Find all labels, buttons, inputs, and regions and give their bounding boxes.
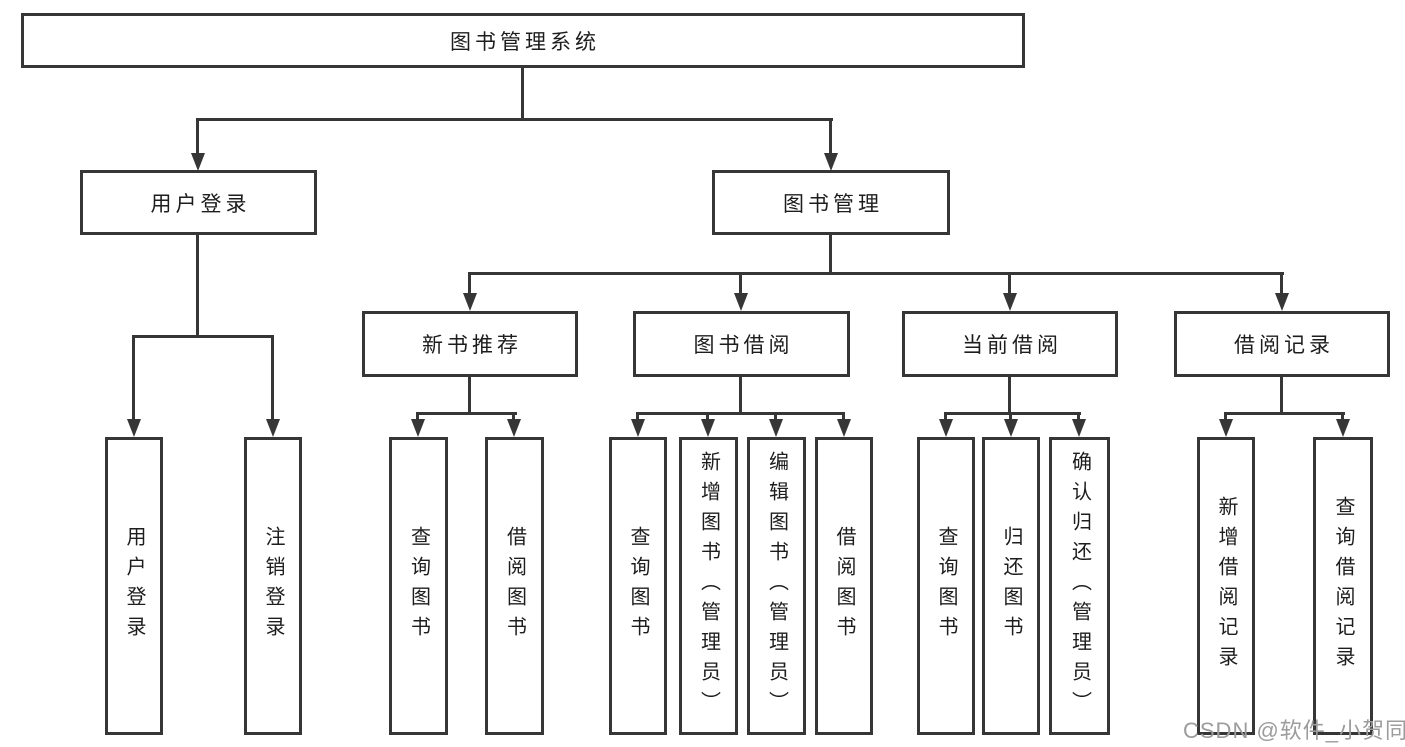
node-label: 图书借阅	[693, 334, 794, 357]
connector-line	[1280, 377, 1283, 415]
node-label: 查询图书	[935, 526, 957, 646]
connector-line	[512, 412, 515, 421]
connector-line	[706, 412, 709, 421]
node-label: 确认归还（管理员）	[1068, 451, 1091, 721]
node-label: 查询图书	[627, 526, 649, 646]
connector-line	[1009, 412, 1012, 421]
node-label: 新书推荐	[422, 334, 522, 357]
connector-line	[1224, 412, 1345, 415]
connector-line	[196, 118, 833, 121]
connector-line	[468, 272, 1284, 275]
leaf-borrow-books: 借阅图书	[815, 437, 873, 735]
node-label: 新增借阅记录	[1215, 496, 1237, 676]
node-label: 当前借阅	[962, 334, 1062, 357]
leaf-user-login: 用户登录	[105, 437, 163, 735]
arrow-down-icon	[463, 293, 477, 311]
arrow-down-icon	[266, 419, 280, 437]
connector-line	[468, 377, 471, 415]
leaf-add-book-admin: 新增图书（管理员）	[679, 437, 738, 735]
arrow-down-icon	[1275, 293, 1289, 311]
connector-line	[468, 272, 471, 295]
connector-line	[829, 118, 832, 155]
arrow-down-icon	[824, 153, 838, 171]
arrow-down-icon	[631, 419, 645, 437]
connector-line	[271, 335, 274, 421]
arrow-down-icon	[191, 153, 205, 171]
leaf-add-borrow-record: 新增借阅记录	[1197, 437, 1255, 735]
connector-line	[521, 68, 524, 118]
connector-line	[196, 235, 199, 338]
connector-line	[739, 377, 742, 415]
connector-line	[842, 412, 845, 421]
connector-line	[1224, 412, 1227, 421]
arrow-down-icon	[1219, 419, 1233, 437]
node-book-management: 图书管理	[712, 170, 950, 235]
arrow-down-icon	[127, 419, 141, 437]
leaf-query-borrow-record: 查询借阅记录	[1313, 437, 1373, 735]
arrow-down-icon	[1003, 293, 1017, 311]
leaf-return-books: 归还图书	[982, 437, 1040, 735]
connector-line	[1280, 272, 1283, 295]
node-label: 查询图书	[407, 526, 430, 646]
connector-line	[739, 272, 742, 295]
node-label: 编辑图书（管理员）	[765, 451, 788, 721]
csdn-watermark: CSDN @软件_小贺同学	[1183, 718, 1405, 743]
connector-line	[1008, 272, 1011, 295]
arrow-down-icon	[701, 419, 715, 437]
connector-line	[132, 335, 135, 421]
arrow-down-icon	[939, 419, 953, 437]
connector-line	[944, 412, 947, 421]
node-current-borrowing: 当前借阅	[902, 311, 1118, 377]
arrow-down-icon	[1072, 419, 1086, 437]
arrow-down-icon	[734, 293, 748, 311]
node-label: 借阅图书	[833, 526, 855, 646]
connector-line	[132, 335, 274, 338]
connector-line	[636, 412, 639, 421]
arrow-down-icon	[1336, 419, 1350, 437]
connector-line	[416, 412, 517, 415]
node-label: 归还图书	[1000, 526, 1022, 646]
node-book-borrowing: 图书借阅	[633, 311, 850, 377]
leaf-query-books-current: 查询图书	[917, 437, 975, 735]
connector-line	[636, 412, 845, 415]
node-label: 注销登录	[262, 526, 284, 646]
arrow-down-icon	[507, 419, 521, 437]
node-label: 新增图书（管理员）	[697, 451, 720, 721]
connector-line	[829, 235, 832, 275]
connector-line	[944, 412, 1081, 415]
node-label: 查询借阅记录	[1332, 496, 1354, 676]
arrow-down-icon	[411, 419, 425, 437]
node-label: 借阅图书	[503, 526, 526, 646]
node-new-book-recommendation: 新书推荐	[362, 311, 578, 377]
connector-line	[1341, 412, 1344, 421]
node-label: 图书管理系统	[450, 30, 600, 54]
leaf-confirm-return-admin: 确认归还（管理员）	[1049, 437, 1110, 735]
node-label: 用户登录	[123, 526, 145, 646]
node-user-login: 用户登录	[80, 170, 317, 235]
node-label: 用户登录	[150, 192, 251, 216]
connector-line	[196, 118, 199, 155]
connector-line	[416, 412, 419, 421]
leaf-edit-book-admin: 编辑图书（管理员）	[747, 437, 806, 735]
leaf-query-books-recommend: 查询图书	[389, 437, 448, 735]
connector-line	[1008, 377, 1011, 415]
node-label: 借阅记录	[1234, 334, 1334, 357]
leaf-borrow-books-recommend: 借阅图书	[485, 437, 544, 735]
arrow-down-icon	[769, 419, 783, 437]
node-library-management-system: 图书管理系统	[21, 13, 1025, 68]
arrow-down-icon	[1004, 419, 1018, 437]
node-label: 图书管理	[783, 192, 883, 216]
leaf-logout: 注销登录	[244, 437, 302, 735]
leaf-query-books-borrowing: 查询图书	[609, 437, 667, 735]
node-borrowing-records: 借阅记录	[1174, 311, 1390, 377]
connector-line	[1077, 412, 1080, 421]
connector-line	[774, 412, 777, 421]
arrow-down-icon	[837, 419, 851, 437]
